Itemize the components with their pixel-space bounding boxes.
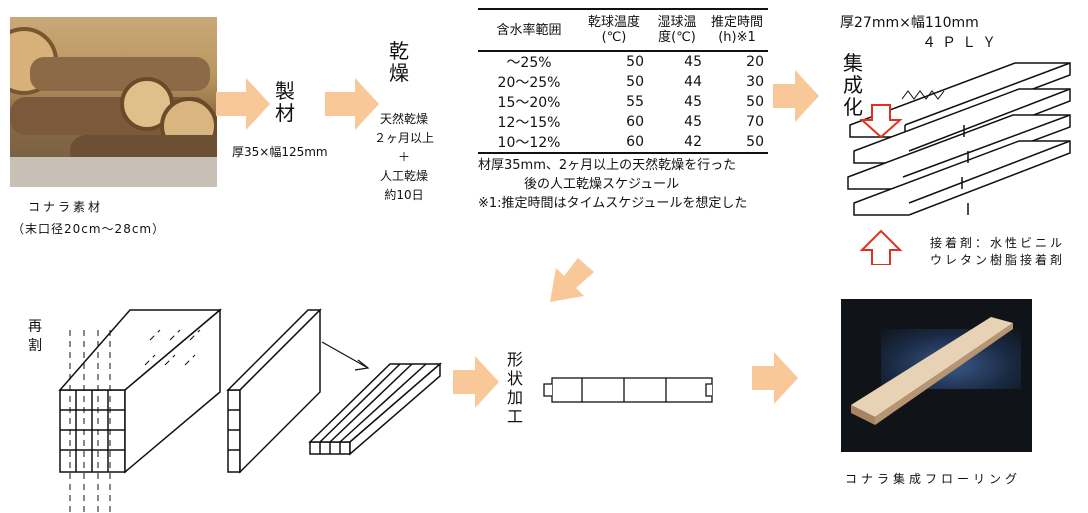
ply-count: ４ＰＬＹ [922, 35, 1002, 51]
table-cell: 10～12% [497, 135, 561, 151]
drying-line-3: 人工乾燥 [379, 169, 428, 183]
drying-line-4: 約10日 [384, 188, 424, 202]
table-cell: 45 [684, 94, 702, 110]
table-cell: 12～15% [497, 115, 561, 131]
table-cell: 50 [746, 94, 764, 110]
arrow-right-4 [453, 356, 499, 408]
table-cell: 20～25% [497, 75, 561, 91]
laminated-board-diagram [847, 62, 1071, 265]
logs-caption-2: （末口径20cm～28cm） [12, 222, 166, 236]
table-cell: 15～20% [497, 95, 561, 111]
drying-line-1: 天然乾燥 [379, 112, 428, 126]
table-cell: 50 [626, 54, 644, 70]
drying-label: 乾燥 [389, 39, 409, 85]
drying-line-2: ２ヶ月以上 [373, 131, 434, 145]
lamina-size: 厚27mm×幅110mm [840, 15, 979, 31]
table-cell: 55 [626, 94, 644, 110]
table-cell: 45 [684, 114, 702, 130]
drying-steps: 天然乾燥 ２ヶ月以上 ＋ 人工乾燥 約10日 [373, 110, 435, 205]
arrow-right-5 [752, 352, 798, 404]
sawing-label: 製材 [275, 79, 295, 125]
table-row: ～25% 50 45 20 [478, 51, 768, 72]
table-header: 推定時間(h)※1 [710, 15, 763, 45]
logs-caption-1: コナラ素材 [28, 200, 104, 214]
flat-side [349, 362, 441, 456]
sawing-size: 厚35×幅125mm [232, 145, 328, 159]
table-note-3: ※1:推定時間はタイムスケジュールを想定した [478, 196, 748, 211]
shaping-label: 形状加工 [506, 350, 523, 426]
table-cell: 60 [626, 134, 644, 150]
table-cell: 30 [746, 74, 764, 90]
press-arrow-down [859, 104, 903, 139]
table-row: 20～25% 50 44 30 [478, 72, 768, 92]
table-header: 乾球温度(℃) [587, 15, 640, 45]
slab-side [239, 308, 321, 474]
arrow-right-2 [325, 78, 379, 130]
laminating-label: 集成化 [843, 51, 863, 119]
arrow-down-left [550, 258, 594, 302]
block-side [124, 308, 221, 474]
arrow-right-1 [216, 78, 270, 130]
table-cell: 20 [746, 54, 764, 70]
oak-flooring-photo [841, 299, 1032, 452]
table-header: 含水率範囲 [496, 22, 562, 38]
resawing-label: 再割 [28, 319, 42, 354]
table-note-2: 後の人工乾燥スケジュール [524, 177, 680, 192]
table-cell: 60 [626, 114, 644, 130]
table-row: 15～20% 55 45 50 [478, 92, 768, 112]
table-header: 湿球温度(℃) [657, 15, 697, 45]
table-row: 10～12% 60 42 50 [478, 132, 768, 153]
table-note-1: 材厚35mm、2ヶ月以上の天然乾燥を行った [478, 158, 737, 173]
flooring-profile-diagram [543, 377, 713, 403]
drying-table: 含水率範囲 乾球温度(℃) 湿球温度(℃) 推定時間(h)※1 ～25% 50 … [478, 8, 768, 154]
arrow-right-3 [773, 70, 819, 122]
table-cell: 50 [746, 134, 764, 150]
table-cell: 42 [684, 134, 702, 150]
adhesive-1: 接着剤：水性ビニル [930, 236, 1066, 250]
resawing-diagram [58, 308, 443, 513]
table-cell: ～25% [506, 55, 552, 71]
drying-schedule: 含水率範囲 乾球温度(℃) 湿球温度(℃) 推定時間(h)※1 ～25% 50 … [478, 8, 770, 213]
table-row: 12～15% 60 45 70 [478, 112, 768, 132]
table-cell: 70 [746, 114, 764, 130]
table-cell: 50 [626, 74, 644, 90]
drying-plus: ＋ [397, 150, 410, 164]
product-caption: コナラ集成フローリング [845, 472, 1022, 486]
table-cell: 45 [684, 54, 702, 70]
oak-logs-photo [10, 17, 217, 187]
table-cell: 44 [684, 74, 702, 90]
slab-front [227, 389, 241, 473]
press-arrow-up [859, 229, 903, 265]
adhesive-2: ウレタン樹脂接着剤 [930, 253, 1066, 267]
